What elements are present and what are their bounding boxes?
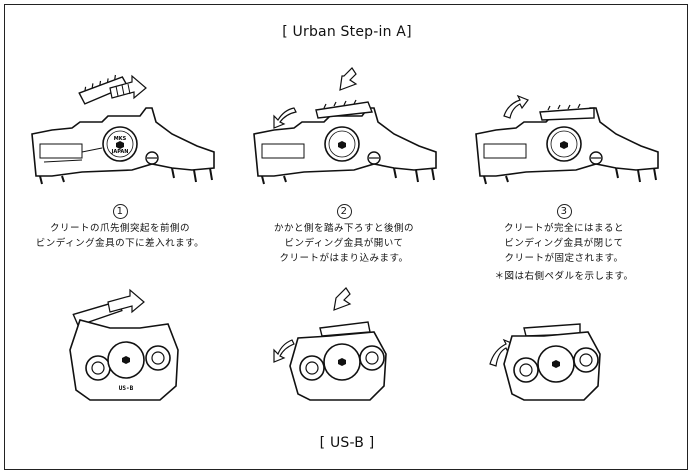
title-us-b: [ US-B ] bbox=[319, 435, 375, 451]
title-urban-step-in: [ Urban Step-in A] bbox=[282, 24, 412, 40]
step-2-line-3: クリートがはまり込みます。 bbox=[279, 253, 409, 264]
step2-side-view bbox=[253, 67, 437, 185]
step3-side-view bbox=[475, 94, 659, 185]
step-1-line-2: ビンディング金具の下に差入れます。 bbox=[35, 238, 205, 249]
step-1-instructions: 1 クリートの爪先側突起を前側の ビンディング金具の下に差入れます。 bbox=[22, 204, 218, 251]
close-arrow-icon bbox=[503, 94, 529, 119]
step-3-number: 3 bbox=[556, 204, 572, 219]
press-down-arrow-icon bbox=[339, 67, 358, 91]
logo-top-text: MKS bbox=[114, 136, 127, 142]
step-2-instructions: 2 かかと側を踏み下ろすと後側の ビンディング金具が開いて クリートがはまり込み… bbox=[246, 204, 442, 266]
step-3-line-3: クリートが固定されます。 bbox=[504, 253, 624, 264]
step-3-instructions: 3 クリートが完全にはまると ビンディング金具が閉じて クリートが固定されます。… bbox=[466, 204, 662, 284]
diagram-frame bbox=[4, 4, 688, 470]
step-1-number: 1 bbox=[112, 204, 128, 219]
step-2-line-2: ビンディング金具が開いて bbox=[284, 238, 404, 249]
open-arrow-icon bbox=[273, 107, 297, 129]
step-2-number: 2 bbox=[336, 204, 352, 219]
us-b-step2-view bbox=[273, 287, 387, 401]
step-2-line-1: かかと側を踏み下ろすと後側の bbox=[273, 223, 414, 234]
push-arrow-icon bbox=[109, 74, 147, 100]
step-3-line-1: クリートが完全にはまると bbox=[503, 223, 624, 234]
logo-bottom-text: JAPAN bbox=[111, 149, 129, 155]
step1-side-view: MKS JAPAN bbox=[31, 74, 215, 185]
us-b-step3-view bbox=[489, 323, 601, 401]
us-b-step1-view: US-B bbox=[69, 288, 179, 401]
right-pedal-note: ＊図は右側ペダルを示します。 bbox=[494, 271, 634, 282]
step-3-line-2: ビンディング金具が閉じて bbox=[504, 238, 624, 249]
us-b-label-1: US-B bbox=[119, 385, 134, 392]
step-1-line-1: クリートの爪先側突起を前側の bbox=[49, 223, 190, 234]
